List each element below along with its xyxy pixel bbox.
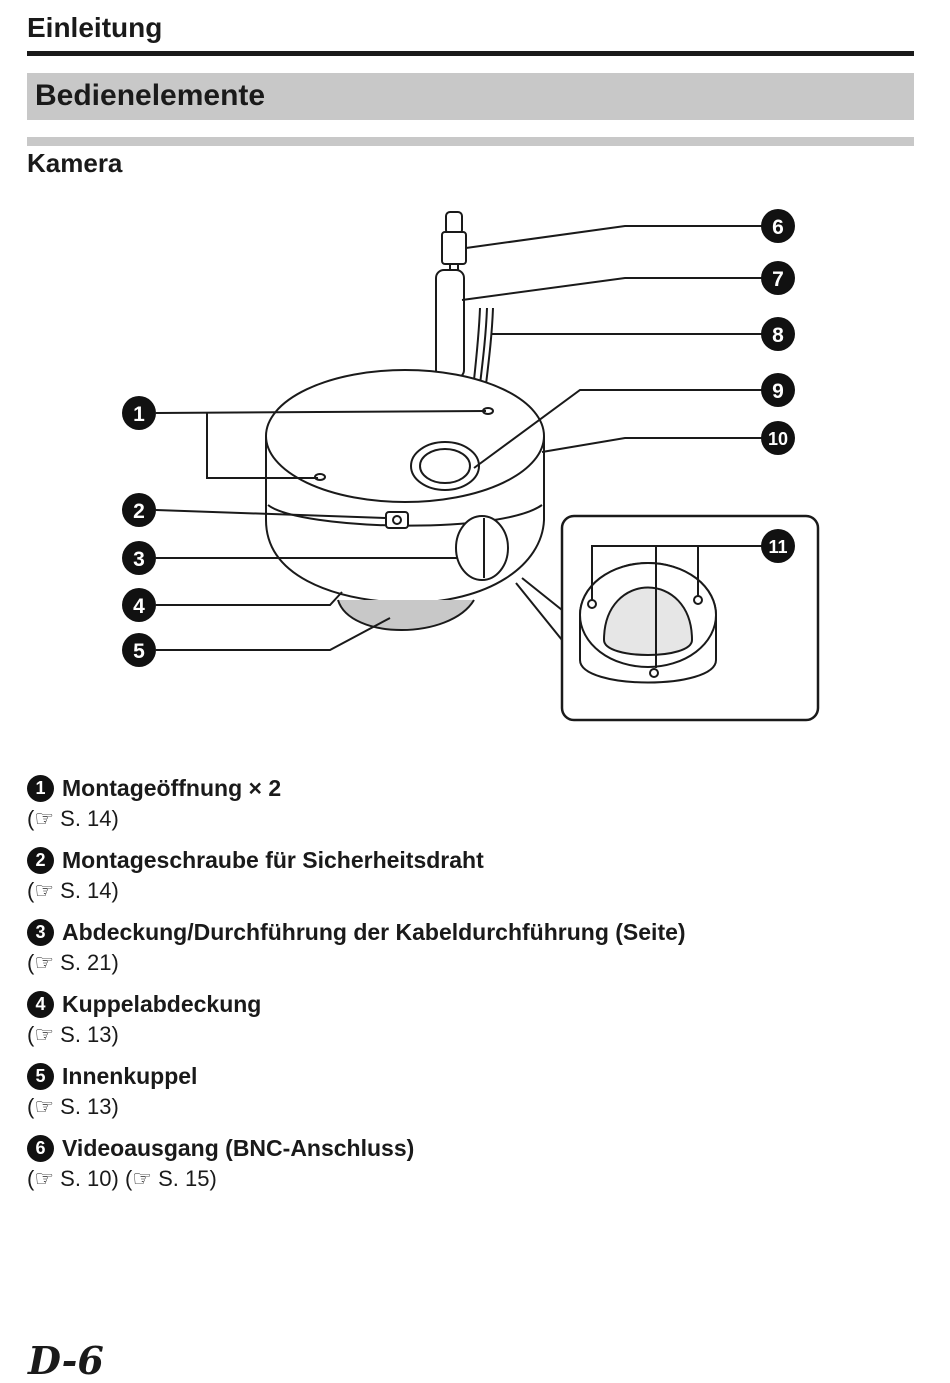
callout-2: 2 — [133, 500, 145, 523]
header-rule — [27, 51, 914, 56]
callout-3: 3 — [133, 548, 145, 571]
page-reference: (☞ S. 13) — [27, 1094, 119, 1119]
list-item: 6 Videoausgang (BNC-Anschluss) (☞ S. 10) … — [27, 1133, 917, 1205]
list-item: 5 Innenkuppel (☞ S. 13) — [27, 1061, 917, 1133]
callout-7: 7 — [772, 268, 784, 291]
item-number: 2 — [27, 846, 54, 874]
callout-11: 11 — [768, 537, 787, 557]
page-number: D-6 — [28, 1338, 104, 1383]
page-reference: (☞ S. 14) — [27, 806, 119, 831]
callout-8: 8 — [772, 324, 784, 347]
item-title: Innenkuppel — [62, 1063, 198, 1089]
camera-diagram: 1 2 3 4 5 6 7 8 9 10 11 — [122, 209, 820, 722]
item-title: Montageschraube für Sicherheitsdraht — [62, 847, 484, 873]
item-number: 4 — [27, 990, 54, 1018]
list-item: 2 Montageschraube für Sicherheitsdraht (☞… — [27, 845, 917, 917]
callout-4: 4 — [133, 595, 145, 618]
page-reference: (☞ S. 10) (☞ S. 15) — [27, 1166, 217, 1191]
item-title: Videoausgang (BNC-Anschluss) — [62, 1135, 415, 1161]
page-reference: (☞ S. 13) — [27, 1022, 119, 1047]
item-number: 6 — [27, 1134, 54, 1162]
callout-10: 10 — [768, 429, 788, 449]
list-item: 1 Montageöffnung × 2 (☞ S. 14) — [27, 773, 917, 845]
list-item: 4 Kuppelabdeckung (☞ S. 13) — [27, 989, 917, 1061]
page-title: Bedienelemente — [35, 79, 266, 112]
item-title: Abdeckung/Durchführung der Kabeldurchfüh… — [62, 919, 686, 945]
section-label: Einleitung — [27, 12, 163, 43]
item-number: 1 — [27, 774, 54, 802]
title-underline — [27, 137, 914, 146]
item-number: 3 — [27, 918, 54, 946]
page-reference: (☞ S. 14) — [27, 878, 119, 903]
callout-6: 6 — [772, 216, 784, 239]
callout-9: 9 — [772, 380, 784, 403]
callout-1: 1 — [133, 403, 145, 426]
item-title: Montageöffnung × 2 — [62, 775, 282, 801]
callout-5: 5 — [133, 640, 145, 663]
subsection-title: Kamera — [27, 148, 123, 178]
list-item: 3 Abdeckung/Durchführung der Kabeldurchfü… — [27, 917, 917, 989]
item-title: Kuppelabdeckung — [62, 991, 262, 1017]
parts-list: 1 Montageöffnung × 2 (☞ S. 14) 2 Montagesc… — [27, 773, 917, 1205]
item-number: 5 — [27, 1062, 54, 1090]
page-reference: (☞ S. 21) — [27, 950, 119, 975]
title-bar: Bedienelemente — [27, 73, 914, 120]
